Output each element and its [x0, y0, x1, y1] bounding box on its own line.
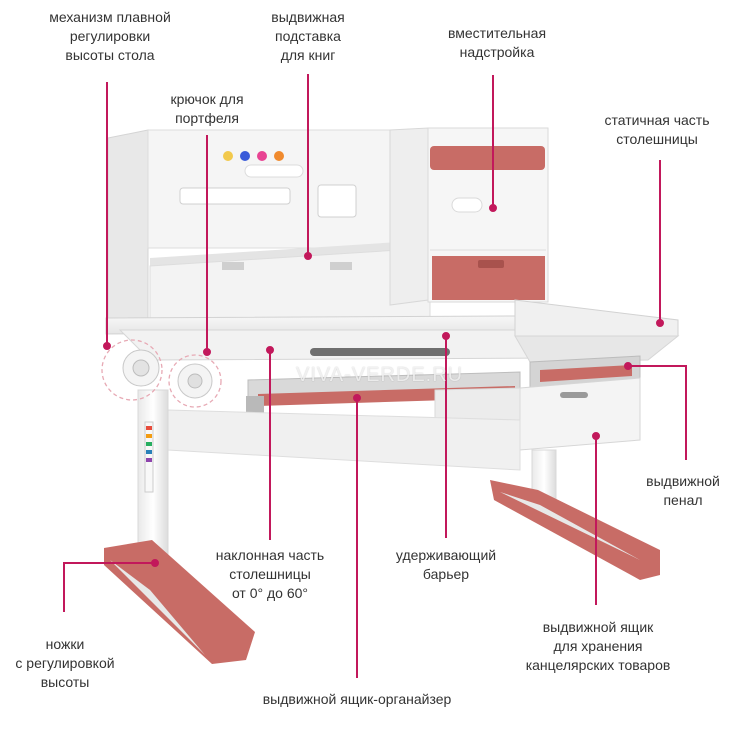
leader-lines — [63, 74, 687, 678]
hutch-right — [427, 127, 549, 303]
left-leg — [104, 389, 255, 664]
pencil-drawer-label: выдвижной пенал — [646, 473, 720, 508]
frame-crossbar — [167, 409, 521, 471]
colored-hook-pink — [257, 151, 267, 161]
tilt-top-label: наклонная часть столешницы от 0° до 60° — [215, 547, 325, 601]
bag-hook-label: крючок для портфеля — [170, 91, 244, 126]
hook-knob-icon — [168, 354, 222, 408]
watermark: VIVA-VERDE.RU — [296, 364, 464, 386]
colored-hook-blue — [240, 151, 250, 161]
organizer-drawer-label: выдвижной ящик-органайзер — [262, 691, 452, 707]
colored-hook-yellow — [223, 151, 233, 161]
right-leg — [490, 449, 660, 580]
storage-drawer-label: выдвижной ящик для хранения канцелярских… — [525, 619, 671, 673]
height-crank-icon — [101, 339, 163, 401]
height-mechanism-label: механизм плавной регулировки высоты стол… — [49, 9, 171, 63]
book-stand-label: выдвижная подставка для книг — [271, 9, 345, 63]
barrier-label: удерживающий барьер — [395, 547, 497, 582]
hutch-left — [107, 127, 431, 331]
legs-label: ножки с регулировкой высоты — [15, 636, 115, 690]
static-top-label: статичная часть столешницы — [604, 112, 710, 147]
colored-hook-orange — [274, 151, 284, 161]
hutch-label: вместительная надстройка — [447, 25, 547, 60]
